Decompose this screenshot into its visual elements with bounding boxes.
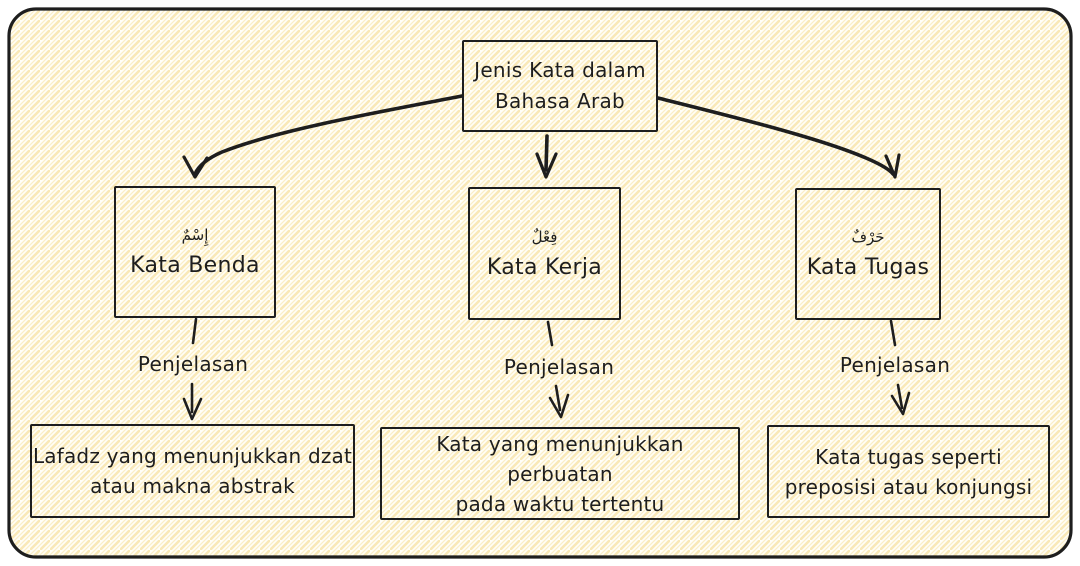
label-kata-benda: Kata Benda [130, 253, 260, 278]
arabic-ism: إِسْمٌ [181, 226, 209, 244]
node-root: Jenis Kata dalam Bahasa Arab [462, 40, 658, 132]
root-title-line2: Bahasa Arab [494, 89, 626, 113]
arrowhead-kerja [548, 393, 570, 419]
arabic-fiil: فِعْلٌ [531, 227, 558, 246]
connector-tugas-bottom [896, 383, 904, 410]
node-desc-tugas: Kata tugas seperti preposisi atau konjun… [767, 425, 1050, 518]
desc-benda-line1: Lafadz yang menunjukkan dzat [32, 444, 353, 468]
desc-benda-line2: atau makna abstrak [90, 474, 295, 498]
arrowhead-root-to-kerja [535, 152, 558, 179]
connector-benda-top [191, 317, 198, 345]
connector-label-benda: Penjelasan [137, 352, 249, 376]
desc-kerja-line2: pada waktu tertentu [455, 491, 665, 516]
connector-label-kerja: Penjelasan [503, 355, 615, 379]
arrowhead-benda [182, 397, 203, 421]
connector-kerja-top [546, 320, 554, 347]
node-kata-kerja: فِعْلٌ Kata Kerja [468, 187, 621, 320]
arrowhead-tugas [890, 391, 911, 416]
connector-kerja-bottom [554, 384, 562, 412]
node-desc-benda: Lafadz yang menunjukkan dzat atau makna … [30, 424, 355, 518]
desc-tugas-line1: Kata tugas seperti [815, 444, 1002, 469]
label-kata-tugas: Kata Tugas [806, 255, 930, 280]
desc-tugas-line2: preposisi atau konjungsi [784, 474, 1033, 499]
connector-tugas-top [889, 319, 897, 347]
outer-frame [7, 7, 1073, 559]
label-kata-kerja: Kata Kerja [486, 254, 603, 280]
arrow-root-to-kerja [544, 134, 549, 172]
arrowhead-root-to-benda [182, 155, 209, 179]
connector-label-tugas: Penjelasan [839, 353, 951, 377]
node-desc-kerja: Kata yang menunjukkan perbuatan pada wak… [380, 427, 740, 520]
node-kata-benda: إِسْمٌ Kata Benda [114, 186, 276, 318]
arrow-root-to-tugas [656, 96, 895, 176]
root-title-line1: Jenis Kata dalam [474, 58, 646, 82]
node-kata-tugas: حَرْفٌ Kata Tugas [795, 188, 941, 320]
arabic-harf: حَرْفٌ [851, 228, 885, 246]
arrowhead-root-to-tugas [884, 153, 901, 179]
desc-kerja-line1: Kata yang menunjukkan perbuatan [436, 431, 684, 486]
